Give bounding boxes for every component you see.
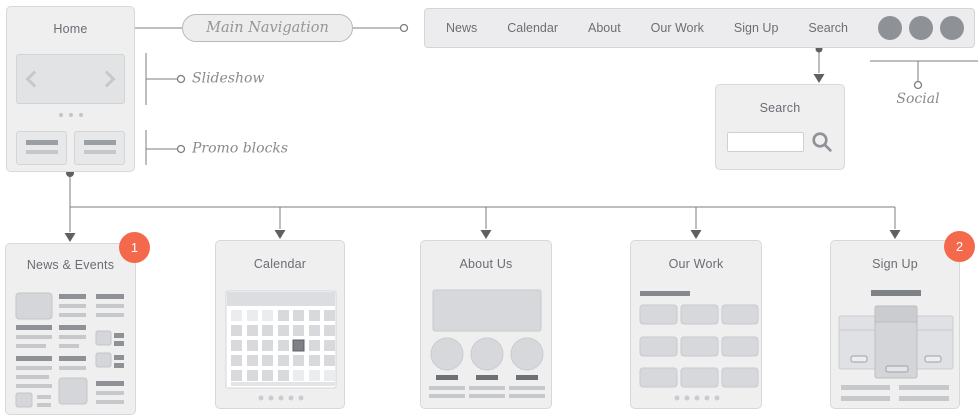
- promo-block-2: [74, 131, 125, 165]
- page-card-news-events: News & Events: [5, 243, 136, 415]
- search-panel: Search: [715, 84, 845, 170]
- nav-item-news[interactable]: News: [446, 21, 478, 35]
- social-icon[interactable]: [878, 16, 903, 40]
- pagination-dot: [78, 113, 83, 117]
- page-card-calendar: Calendar: [215, 240, 345, 409]
- search-row: [727, 131, 833, 153]
- social-icons-group: [878, 16, 965, 40]
- our-work-skeleton: [639, 291, 759, 401]
- home-page-card: Home: [6, 6, 135, 172]
- social-icon[interactable]: [909, 16, 934, 40]
- page-card-about-us: About Us: [420, 240, 552, 409]
- promo-block-1: [16, 131, 67, 165]
- nav-item-about[interactable]: About: [588, 21, 621, 35]
- nav-item-sign-up[interactable]: Sign Up: [733, 21, 779, 35]
- social-annotation: Social: [896, 91, 940, 107]
- nav-item-our-work[interactable]: Our Work: [650, 21, 704, 35]
- nav-item-calendar[interactable]: Calendar: [507, 21, 558, 35]
- home-title: Home: [53, 22, 88, 36]
- step-badge-1: 1: [119, 232, 150, 263]
- promo-blocks-annotation: Promo blocks: [192, 140, 289, 157]
- page-title: Calendar: [253, 257, 307, 271]
- promo-blocks-row: [16, 131, 125, 165]
- about-us-skeleton: [429, 289, 545, 398]
- slideshow-next-icon[interactable]: [98, 70, 116, 88]
- slideshow-pagination-dots: [7, 113, 134, 117]
- placeholder-bar: [25, 140, 58, 145]
- step-badge-2: 2: [944, 231, 975, 262]
- search-panel-title: Search: [759, 101, 801, 115]
- placeholder-bar: [83, 150, 116, 154]
- pagination-dot: [58, 113, 63, 117]
- nav-item-search[interactable]: Search: [808, 21, 849, 35]
- slideshow-prev-icon[interactable]: [25, 70, 43, 88]
- social-icon[interactable]: [940, 16, 965, 40]
- calendar-skeleton: [225, 290, 337, 401]
- main-navigation-label: Main Navigation: [182, 14, 353, 42]
- news-events-skeleton: [15, 292, 124, 408]
- slideshow-placeholder: [16, 54, 125, 104]
- page-card-sign-up: Sign Up: [830, 240, 960, 409]
- page-title: News & Events: [26, 258, 115, 272]
- page-title: About Us: [459, 257, 513, 271]
- slideshow-annotation: Slideshow: [192, 70, 265, 87]
- page-title: Our Work: [668, 257, 724, 271]
- pagination-dot: [68, 113, 73, 117]
- placeholder-bar: [83, 140, 116, 145]
- search-icon[interactable]: [811, 131, 833, 153]
- placeholder-bar: [25, 150, 58, 154]
- sign-up-skeleton: [838, 290, 954, 401]
- search-input[interactable]: [727, 132, 804, 152]
- main-navigation-text: Main Navigation: [206, 20, 329, 36]
- page-card-our-work: Our Work: [630, 240, 762, 409]
- main-nav-bar: News Calendar About Our Work Sign Up Sea…: [424, 8, 975, 48]
- page-title: Sign Up: [872, 257, 918, 271]
